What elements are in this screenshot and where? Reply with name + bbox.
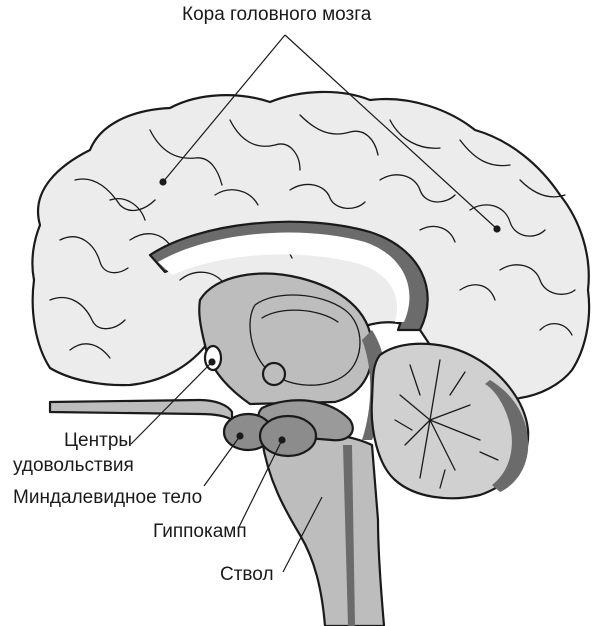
- hippocampus-label: Гиппокамп: [153, 521, 247, 542]
- pleasure-center-leader: [130, 361, 213, 445]
- cortex-leader-right: [284, 34, 498, 230]
- brainstem-leader: [282, 496, 323, 573]
- cerebellum-folia: [394, 359, 499, 489]
- leader-lines: [130, 34, 498, 573]
- brainstem: [260, 431, 386, 626]
- hippocampus: [258, 414, 318, 458]
- pituitary: [261, 361, 287, 387]
- brainstem-dark-channel: [343, 445, 355, 626]
- optic-nerve: [48, 398, 234, 422]
- hippocampus-leader: [237, 439, 283, 530]
- amygdala-label: Миндалевидное тело: [13, 487, 202, 508]
- leader-dots: [159, 178, 501, 444]
- pleasure-centers-label-line2: удовольствия: [13, 455, 134, 476]
- cerebellum-dark-rim: [485, 380, 529, 492]
- thalamus-fold: [261, 309, 339, 323]
- cortex-leader-left: [162, 34, 286, 183]
- cortex-label: Кора головного мозга: [182, 4, 372, 25]
- brainstem-label: Ствол: [220, 564, 274, 585]
- thalamus: [249, 294, 361, 386]
- amygdala-leader: [203, 435, 241, 487]
- pleasure-center-oval: [203, 344, 223, 372]
- pleasure-centers-label-line1: Центры: [64, 430, 132, 451]
- corpus-callosum: [158, 232, 410, 322]
